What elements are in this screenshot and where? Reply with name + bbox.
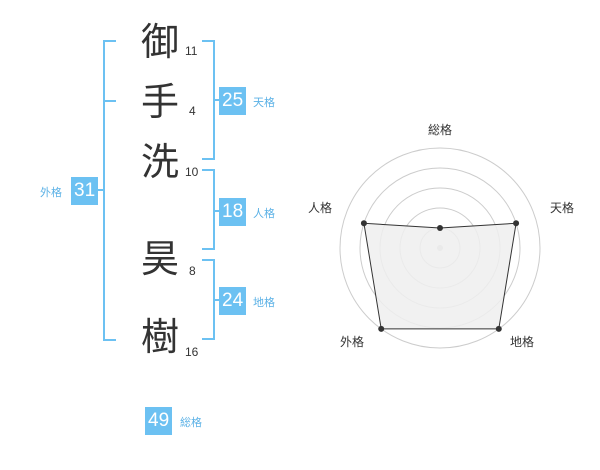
tenkaku-label: 天格 (253, 96, 275, 109)
stroke-count-4: 8 (189, 264, 196, 278)
radar-axis-label-tenkaku: 天格 (550, 201, 575, 215)
radar-point-2 (495, 325, 502, 332)
name-char-3: 洗 (141, 140, 180, 184)
name-char-1: 御 (141, 20, 180, 64)
radar-point-1 (513, 220, 520, 227)
name-char-2: 手 (141, 80, 180, 124)
soukaku-value: 49 (145, 407, 173, 435)
radar-axis-label-soukaku: 総格 (428, 123, 453, 137)
stroke-count-3: 10 (185, 165, 199, 179)
radar-grid-ring (339, 147, 541, 349)
jinkaku-value: 18 (219, 198, 247, 226)
soukaku-label: 総格 (180, 416, 202, 429)
radar-point-4 (360, 220, 367, 227)
radar-point-0 (437, 225, 443, 231)
radar-data-polygon (363, 222, 517, 330)
radar-chart (339, 147, 541, 349)
stroke-count-5: 16 (185, 345, 199, 359)
gaikaku-value: 31 (71, 177, 99, 205)
radar-axis-label-jinkaku: 人格 (308, 201, 333, 215)
jinkaku-label: 人格 (253, 207, 275, 220)
chikaku-label: 地格 (253, 296, 275, 309)
chikaku-value: 24 (219, 287, 247, 315)
stroke-count-1: 11 (185, 44, 198, 58)
gaikaku-bracket (96, 40, 116, 341)
radar-axis-label-chikaku: 地格 (510, 335, 535, 349)
tenkaku-value: 25 (219, 87, 247, 115)
radar-point-3 (378, 325, 385, 332)
radar-axis-label-gaikaku: 外格 (340, 335, 365, 349)
name-char-5: 樹 (141, 315, 180, 359)
name-char-4: 昊 (141, 237, 180, 281)
stroke-count-2: 4 (189, 104, 196, 118)
gaikaku-label: 外格 (40, 186, 62, 199)
